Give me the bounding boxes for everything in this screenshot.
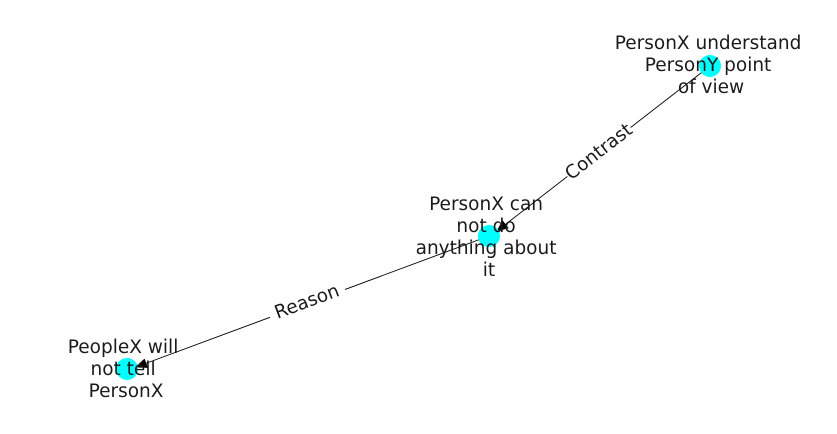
edges-layer bbox=[135, 65, 711, 368]
node-label-n2-line-3: anything about bbox=[416, 238, 557, 259]
node-label-n3-line-2: not tell bbox=[91, 359, 156, 380]
node-label-n2-line-2: not do bbox=[456, 216, 515, 237]
edge-label-contrast: Contrast bbox=[561, 119, 636, 184]
node-label-n3-line-1: PeopleX will bbox=[68, 337, 179, 358]
node-label-n1: PersonX understand PersonY point of view bbox=[615, 33, 808, 98]
node-label-n1-line-3: of view bbox=[678, 77, 744, 98]
node-label-n3-line-3: PersonX bbox=[89, 381, 164, 402]
node-label-n2: PersonX can not do anything about it bbox=[416, 194, 563, 281]
node-labels-layer: PersonX understand PersonY point of view… bbox=[68, 33, 808, 402]
node-label-n2-line-1: PersonX can bbox=[429, 194, 543, 215]
nodes-layer bbox=[116, 55, 721, 380]
node-label-n1-line-2: PersonY point bbox=[645, 55, 772, 76]
node-circle-n1[interactable] bbox=[699, 55, 721, 77]
edge-label-reason: Reason bbox=[272, 280, 343, 323]
node-label-n3: PeopleX will not tell PersonX bbox=[68, 337, 184, 402]
node-circle-n2[interactable] bbox=[478, 225, 500, 247]
node-circle-n3[interactable] bbox=[116, 358, 138, 380]
node-label-n1-line-1: PersonX understand bbox=[615, 33, 802, 54]
edge-labels-layer: Contrast Reason bbox=[264, 117, 639, 329]
node-label-n2-line-4: it bbox=[483, 260, 495, 281]
